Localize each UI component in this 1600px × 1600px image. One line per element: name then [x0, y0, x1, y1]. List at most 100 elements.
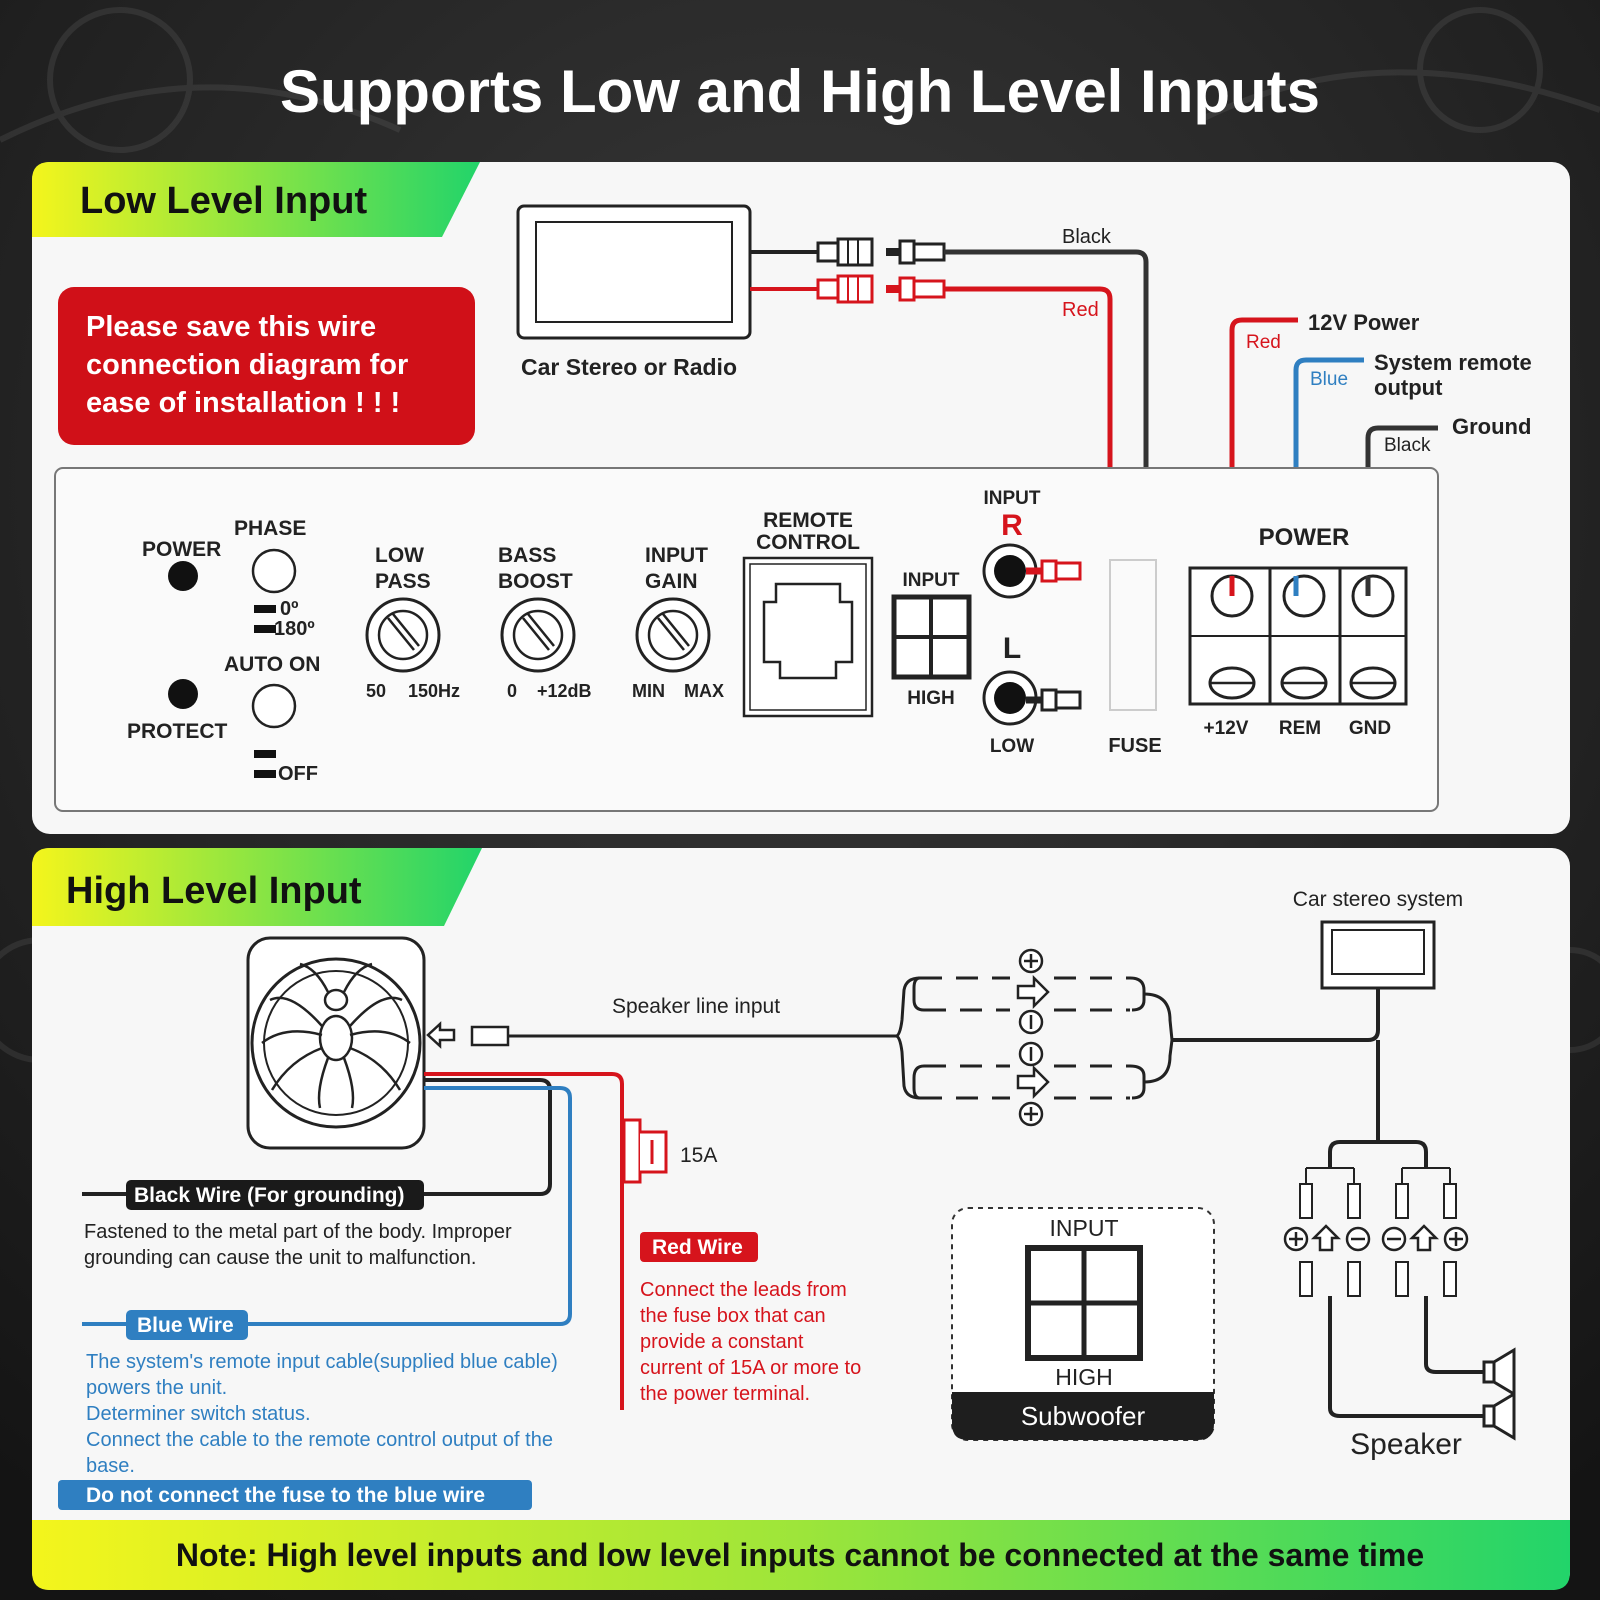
remote-control-port[interactable] — [742, 556, 874, 718]
speaker-label: Speaker — [1350, 1428, 1462, 1461]
phase-0-marker — [254, 605, 276, 613]
main-title: Supports Low and High Level Inputs — [280, 58, 1320, 125]
red-power-wire — [424, 1072, 624, 1410]
car-stereo-system-unit — [1320, 920, 1436, 990]
power-12v-label: 12V Power — [1308, 310, 1420, 335]
input-l-jack[interactable] — [982, 670, 1038, 726]
bass-boost-max: +12dB — [537, 681, 592, 701]
input-low-label: LOW — [990, 736, 1034, 757]
remote-control-label-2: CONTROL — [756, 531, 860, 554]
fuse-label: FUSE — [1108, 735, 1161, 757]
protect-led — [168, 679, 198, 709]
blue-wire-desc-2: powers the unit. — [86, 1377, 227, 1399]
auto-on-label: AUTO ON — [224, 653, 320, 676]
low-level-tab — [32, 162, 480, 237]
power-led-label: POWER — [142, 538, 221, 561]
speaker-line-label: Speaker line input — [612, 995, 780, 1018]
input-r-label-top: INPUT — [984, 488, 1041, 509]
blue-warning-label: Do not connect the fuse to the blue wire — [86, 1484, 485, 1507]
subwoofer-input-label-bottom: HIGH — [1055, 1364, 1113, 1390]
speaker-wire-left — [1328, 1296, 1484, 1418]
input-gain-label-2: GAIN — [645, 570, 698, 593]
notice-line-2: connection diagram for — [86, 349, 408, 381]
power-ground-label: Ground — [1452, 414, 1531, 439]
subwoofer-high-input-port[interactable] — [1025, 1245, 1143, 1361]
input-l-label: L — [1003, 632, 1021, 665]
phase-switch[interactable] — [251, 548, 297, 594]
wire-red-label: Red — [1062, 299, 1099, 321]
subwoofer-caption-bar — [952, 1392, 1214, 1440]
red-wire-desc-3: provide a constant — [640, 1331, 804, 1353]
terminal-gnd[interactable] — [1349, 574, 1397, 700]
input-gain-min: MIN — [632, 681, 665, 701]
black-wire-label: Black Wire (For grounding) — [134, 1184, 404, 1207]
speaker-wire-right — [1424, 1296, 1484, 1374]
speaker-split-wire — [1328, 1140, 1428, 1168]
input-gain-knob[interactable] — [635, 597, 711, 673]
fuse-holder-icon — [622, 1118, 668, 1184]
auto-on-marker — [254, 750, 276, 758]
low-pass-min: 50 — [366, 681, 386, 701]
low-pass-label-2: PASS — [375, 570, 431, 593]
red-wire-label: Red Wire — [652, 1236, 743, 1259]
rca-plug-black-male — [816, 237, 874, 267]
blue-warning-badge — [58, 1480, 532, 1510]
car-stereo-screen — [535, 221, 733, 323]
low-pass-knob[interactable] — [365, 597, 441, 673]
input-high-port[interactable] — [891, 594, 972, 680]
auto-off-marker — [254, 770, 276, 778]
power-led — [168, 561, 198, 591]
terminal-gnd-label: GND — [1349, 718, 1391, 739]
bass-boost-min: 0 — [507, 681, 517, 701]
power-blue-label: Blue — [1310, 369, 1348, 390]
protect-led-label: PROTECT — [127, 720, 228, 743]
red-wire-desc-4: current of 15A or more to — [640, 1357, 861, 1379]
bass-boost-label-1: BASS — [498, 544, 556, 567]
input-r-label: R — [1001, 509, 1023, 542]
power-remote-label-1: System remote — [1374, 350, 1532, 375]
input-high-label-top: INPUT — [903, 570, 960, 591]
black-wire-desc-1: Fastened to the metal part of the body. … — [84, 1221, 512, 1243]
blue-wire-desc-5: base. — [86, 1455, 135, 1477]
subwoofer-input-label-top: INPUT — [1050, 1215, 1119, 1241]
rca-plug-r — [1026, 559, 1082, 583]
low-pass-max: 150Hz — [408, 681, 460, 701]
power-black-wire — [1365, 425, 1438, 596]
subwoofer-unit — [246, 936, 426, 1150]
input-gain-label-1: INPUT — [645, 544, 708, 567]
bass-boost-knob[interactable] — [500, 597, 576, 673]
blue-wire-desc-3: Determiner switch status. — [86, 1403, 311, 1425]
blue-remote-wire — [248, 1086, 572, 1326]
stereo-to-harness-wire — [1172, 988, 1380, 1042]
subwoofer-caption: Subwoofer — [1021, 1401, 1146, 1431]
low-pass-label-1: LOW — [375, 544, 424, 567]
blue-wire-desc-1: The system's remote input cable(supplied… — [86, 1351, 558, 1373]
input-high-label-bottom: HIGH — [907, 688, 955, 709]
note-text: Note: High level inputs and low level in… — [176, 1537, 1424, 1573]
speaker-polarity-icons — [1283, 1224, 1469, 1252]
input-r-jack[interactable] — [982, 543, 1038, 599]
rca-plug-l — [1026, 688, 1082, 712]
fuse-rating-label: 15A — [680, 1144, 717, 1167]
black-wire-badge — [126, 1180, 424, 1210]
spider-logo-icon — [261, 962, 411, 1109]
note-bar — [32, 1520, 1570, 1590]
polarity-markers — [1016, 948, 1050, 1127]
remote-control-label-1: REMOTE — [763, 509, 853, 532]
red-wire-desc-5: the power terminal. — [640, 1383, 810, 1405]
car-stereo-system-label: Car stereo system — [1293, 888, 1463, 911]
fuse-slot — [1109, 559, 1157, 711]
red-wire-desc-1: Connect the leads from — [640, 1279, 847, 1301]
power-blue-wire — [1293, 357, 1364, 596]
car-stereo-label: Car Stereo or Radio — [521, 354, 737, 380]
power-red-wire — [1229, 317, 1298, 596]
power-block-label: POWER — [1259, 524, 1350, 551]
power-black-label: Black — [1384, 435, 1431, 456]
high-level-heading: High Level Input — [66, 870, 362, 912]
power-red-label: Red — [1246, 332, 1281, 353]
blue-wire-desc-4: Connect the cable to the remote control … — [86, 1429, 553, 1451]
phase-180-label: 180º — [274, 618, 315, 640]
auto-on-switch[interactable] — [251, 683, 297, 729]
black-ground-wire — [412, 1078, 552, 1196]
